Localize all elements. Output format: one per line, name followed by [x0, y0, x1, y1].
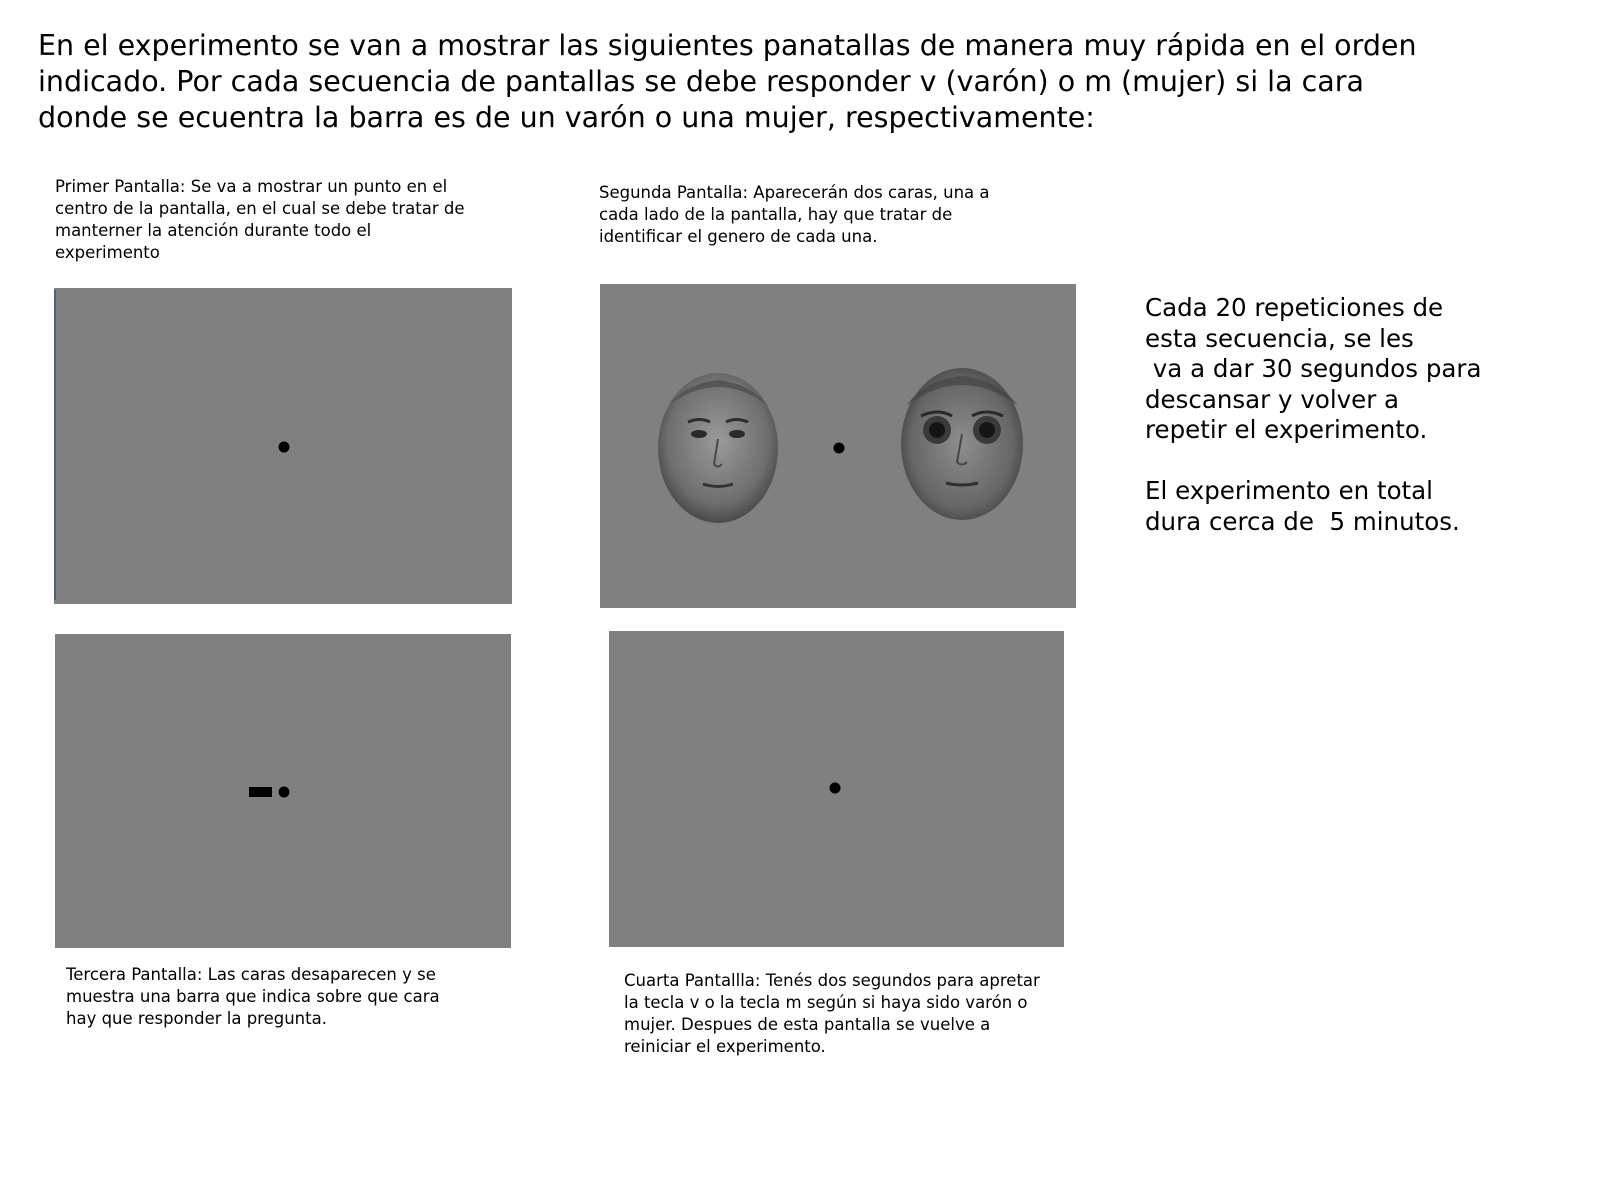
fixation-dot — [833, 442, 845, 454]
fourth-screen-caption: Cuarta Pantallla: Tenés dos segundos par… — [624, 971, 1040, 1056]
first-screen-image — [54, 288, 512, 604]
fixation-dot — [278, 786, 290, 798]
second-screen-caption: Segunda Pantalla: Aparecerán dos caras, … — [599, 183, 990, 246]
third-screen-image — [55, 634, 511, 948]
first-screen-caption: Primer Pantalla: Se va a mostrar un punt… — [55, 177, 465, 262]
right-face — [901, 368, 1023, 520]
fourth-screen-image — [609, 631, 1064, 947]
fixation-dot — [829, 782, 841, 794]
rest-and-duration-note: Cada 20 repeticiones de esta secuencia, … — [1145, 293, 1482, 536]
second-screen-graphic — [658, 368, 1023, 523]
second-screen-image — [600, 284, 1076, 608]
left-face — [658, 373, 778, 523]
first-screen-graphic — [278, 441, 290, 453]
third-screen-graphic — [249, 786, 290, 798]
intro-instructions: En el experimento se van a mostrar las s… — [38, 29, 1417, 134]
fixation-dot — [278, 441, 290, 453]
fourth-screen-graphic — [829, 782, 841, 794]
cue-bar — [249, 787, 272, 797]
third-screen-caption: Tercera Pantalla: Las caras desaparecen … — [66, 965, 440, 1028]
screen-edge-line — [54, 290, 56, 600]
